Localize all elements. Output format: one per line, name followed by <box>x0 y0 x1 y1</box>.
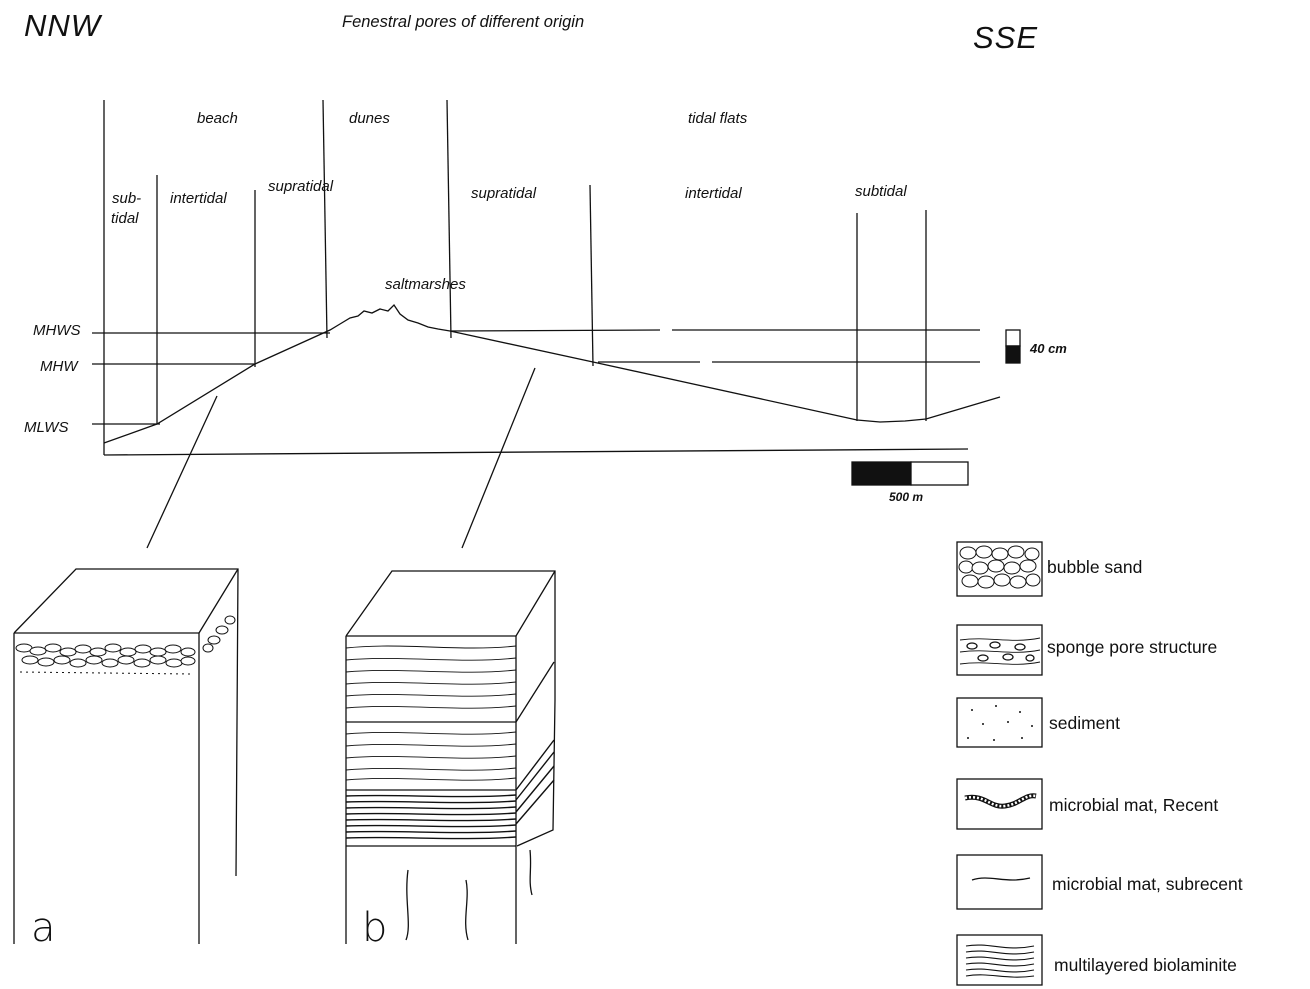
legend-swatch-bubble-sand <box>957 542 1042 596</box>
tide-level-lines <box>92 330 980 424</box>
bubble-sand-layer-a <box>16 616 235 674</box>
legend-swatch-mat-subrecent <box>957 855 1042 909</box>
block-b-biolaminite <box>346 740 554 839</box>
leader-line-b <box>462 368 535 548</box>
profile-frame <box>104 100 968 455</box>
block-b-laminae <box>346 646 516 780</box>
vertical-scale-bar <box>1006 330 1020 363</box>
legend-swatch-sponge-pore <box>957 625 1042 675</box>
topographic-profile <box>104 305 1000 443</box>
legend-swatch-mat-recent <box>957 779 1042 829</box>
sediment-block-a <box>14 569 238 944</box>
legend-swatch-sediment <box>957 698 1042 747</box>
zone-boundaries <box>157 100 926 424</box>
legend-swatch-biolaminite <box>957 935 1042 985</box>
horizontal-scale-bar <box>852 462 968 485</box>
